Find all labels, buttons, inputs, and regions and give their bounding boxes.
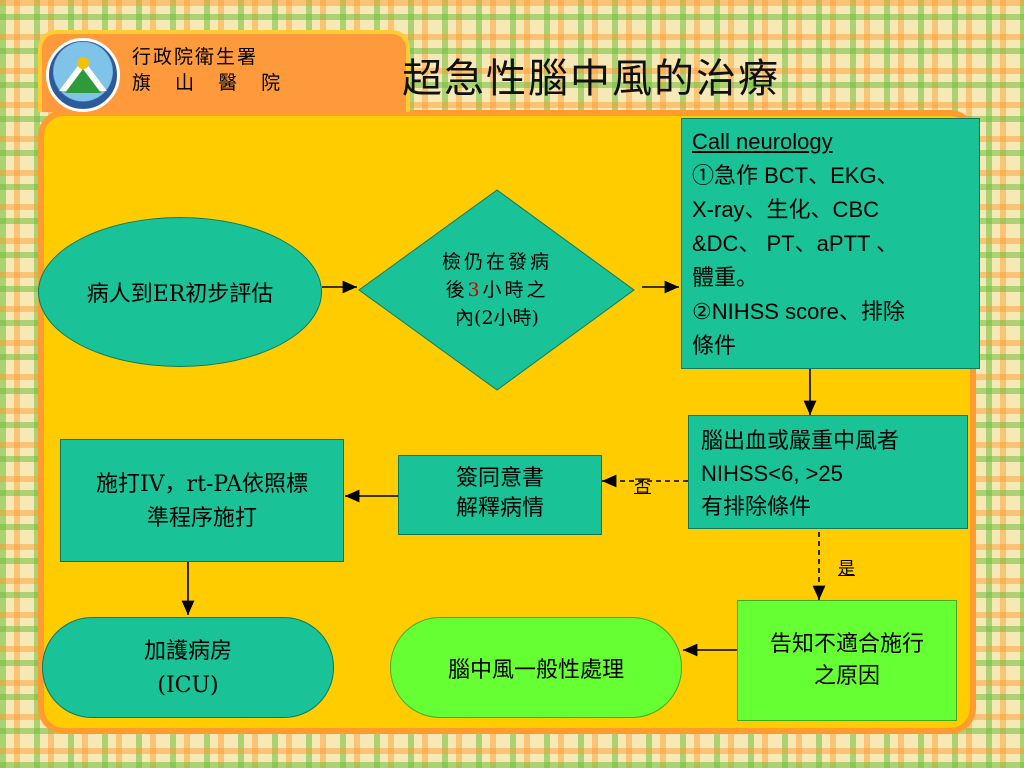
decision-line-2: 後3小時之 (445, 279, 549, 301)
decision-diamond (358, 189, 635, 391)
hemorrhage-node: 腦出血或嚴重中風者 NIHSS<6, >25 有排除條件 (688, 415, 968, 529)
icu-line-2: (ICU) (157, 673, 219, 698)
icu-line-1: 加護病房 (143, 639, 232, 664)
inform-line-2: 之原因 (813, 664, 880, 689)
edge-label-yes: 是 (838, 559, 855, 579)
inform-reason-node: 告知不適合施行 之原因 (737, 600, 957, 721)
general-treatment-node: 腦中風一般性處理 (390, 617, 682, 718)
consent-node: 簽同意書 解釋病情 (398, 455, 602, 535)
edge-label-no: 否 (634, 477, 651, 497)
call-line-3: &DC、 PT、aPTT 、 (692, 231, 899, 256)
call-line-1: ①急作 BCT、EKG、 (692, 163, 899, 188)
inform-line-1: 告知不適合施行 (769, 632, 924, 657)
consent-line-1: 簽同意書 (455, 466, 544, 491)
org-line-1: 行政院衛生署 (132, 46, 259, 68)
decision-line-3: 內(2小時) (455, 307, 539, 329)
decision-text: 檢仍在發病 後3小時之 內(2小時) (412, 248, 582, 340)
hemorrhage-line-2: NIHSS<6, >25 (701, 461, 843, 486)
call-line-5: ②NIHSS score、排除 (692, 299, 905, 324)
iv-line-1: 施打IV，rt-PA依照標 (95, 472, 309, 497)
organization-name: 行政院衛生署 旗 山 醫 院 (132, 44, 289, 96)
call-neurology-title: Call neurology (692, 129, 833, 154)
slide-title: 超急性腦中風的治療 (402, 56, 780, 102)
er-assessment-node: 病人到ER初步評估 (38, 217, 322, 367)
hospital-logo (46, 38, 120, 112)
org-line-2: 旗 山 醫 院 (132, 72, 290, 94)
call-neurology-node: Call neurology ①急作 BCT、EKG、 X-ray、生化、CBC… (681, 118, 980, 369)
call-line-2: X-ray、生化、CBC (692, 197, 880, 222)
hemorrhage-line-1: 腦出血或嚴重中風者 (701, 428, 900, 453)
icu-node: 加護病房 (ICU) (42, 617, 334, 718)
general-treatment-text: 腦中風一般性處理 (447, 657, 624, 683)
call-line-4: 體重。 (692, 265, 759, 290)
decision-hours-number: 3 (467, 279, 483, 301)
call-line-6: 條件 (692, 333, 737, 358)
iv-rtpa-node: 施打IV，rt-PA依照標 準程序施打 (60, 439, 344, 562)
iv-line-2: 準程序施打 (146, 506, 257, 531)
hemorrhage-line-3: 有排除條件 (701, 494, 812, 519)
er-assessment-text: 病人到ER初步評估 (86, 282, 274, 307)
decision-line-1: 檢仍在發病 (441, 251, 552, 273)
consent-line-2: 解釋病情 (455, 496, 544, 521)
